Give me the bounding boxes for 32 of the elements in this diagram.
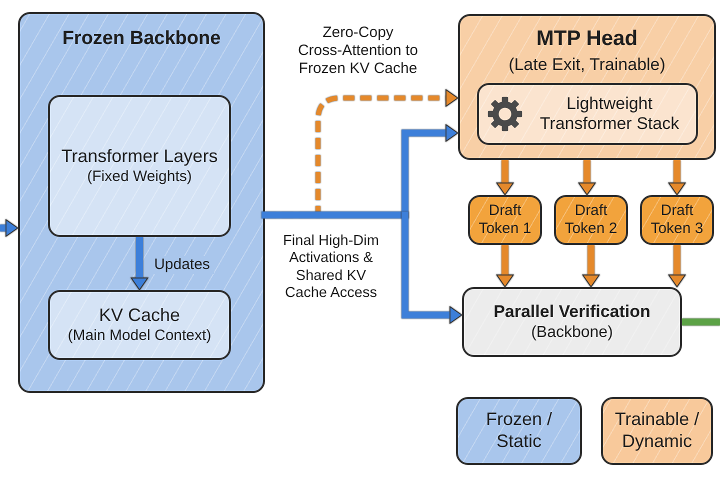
arrow [668,160,686,196]
node-title: Frozen Backbone [62,28,221,51]
process-box [48,95,231,237]
arrow [496,245,514,288]
group-panel [18,12,265,393]
arrow [130,237,148,290]
arrow [668,245,686,288]
legend-label: Trainable / Dynamic [614,409,700,453]
process-box [48,290,231,360]
process-box [477,83,698,145]
token-box [468,195,542,245]
node-subtitle: (Fixed Weights) [87,168,192,186]
node-title: KV Cache [98,305,180,327]
group-panel [458,14,716,160]
token-box [554,195,628,245]
arrow [582,245,600,288]
node-subtitle: (Main Model Context) [68,326,212,345]
arrow [0,219,18,237]
arrow [578,160,596,196]
token-box [640,195,714,245]
node-subtitle: (Late Exit, Trainable) [508,55,666,76]
node-title: Draft Token 1 [478,202,532,238]
process-box [462,287,682,357]
node-title: Transformer Layers [61,146,218,168]
node-title: MTP Head [536,26,638,52]
node-subtitle: (Backbone) [531,322,613,342]
node-title: Draft Token 2 [564,202,618,238]
arrow [496,160,514,196]
node-title: Parallel Verification [494,302,650,323]
node-title: Draft Token 3 [650,202,704,238]
legend-label: Frozen / Static [484,409,554,453]
node-title: Lightweight Transformer Stack [538,94,680,134]
